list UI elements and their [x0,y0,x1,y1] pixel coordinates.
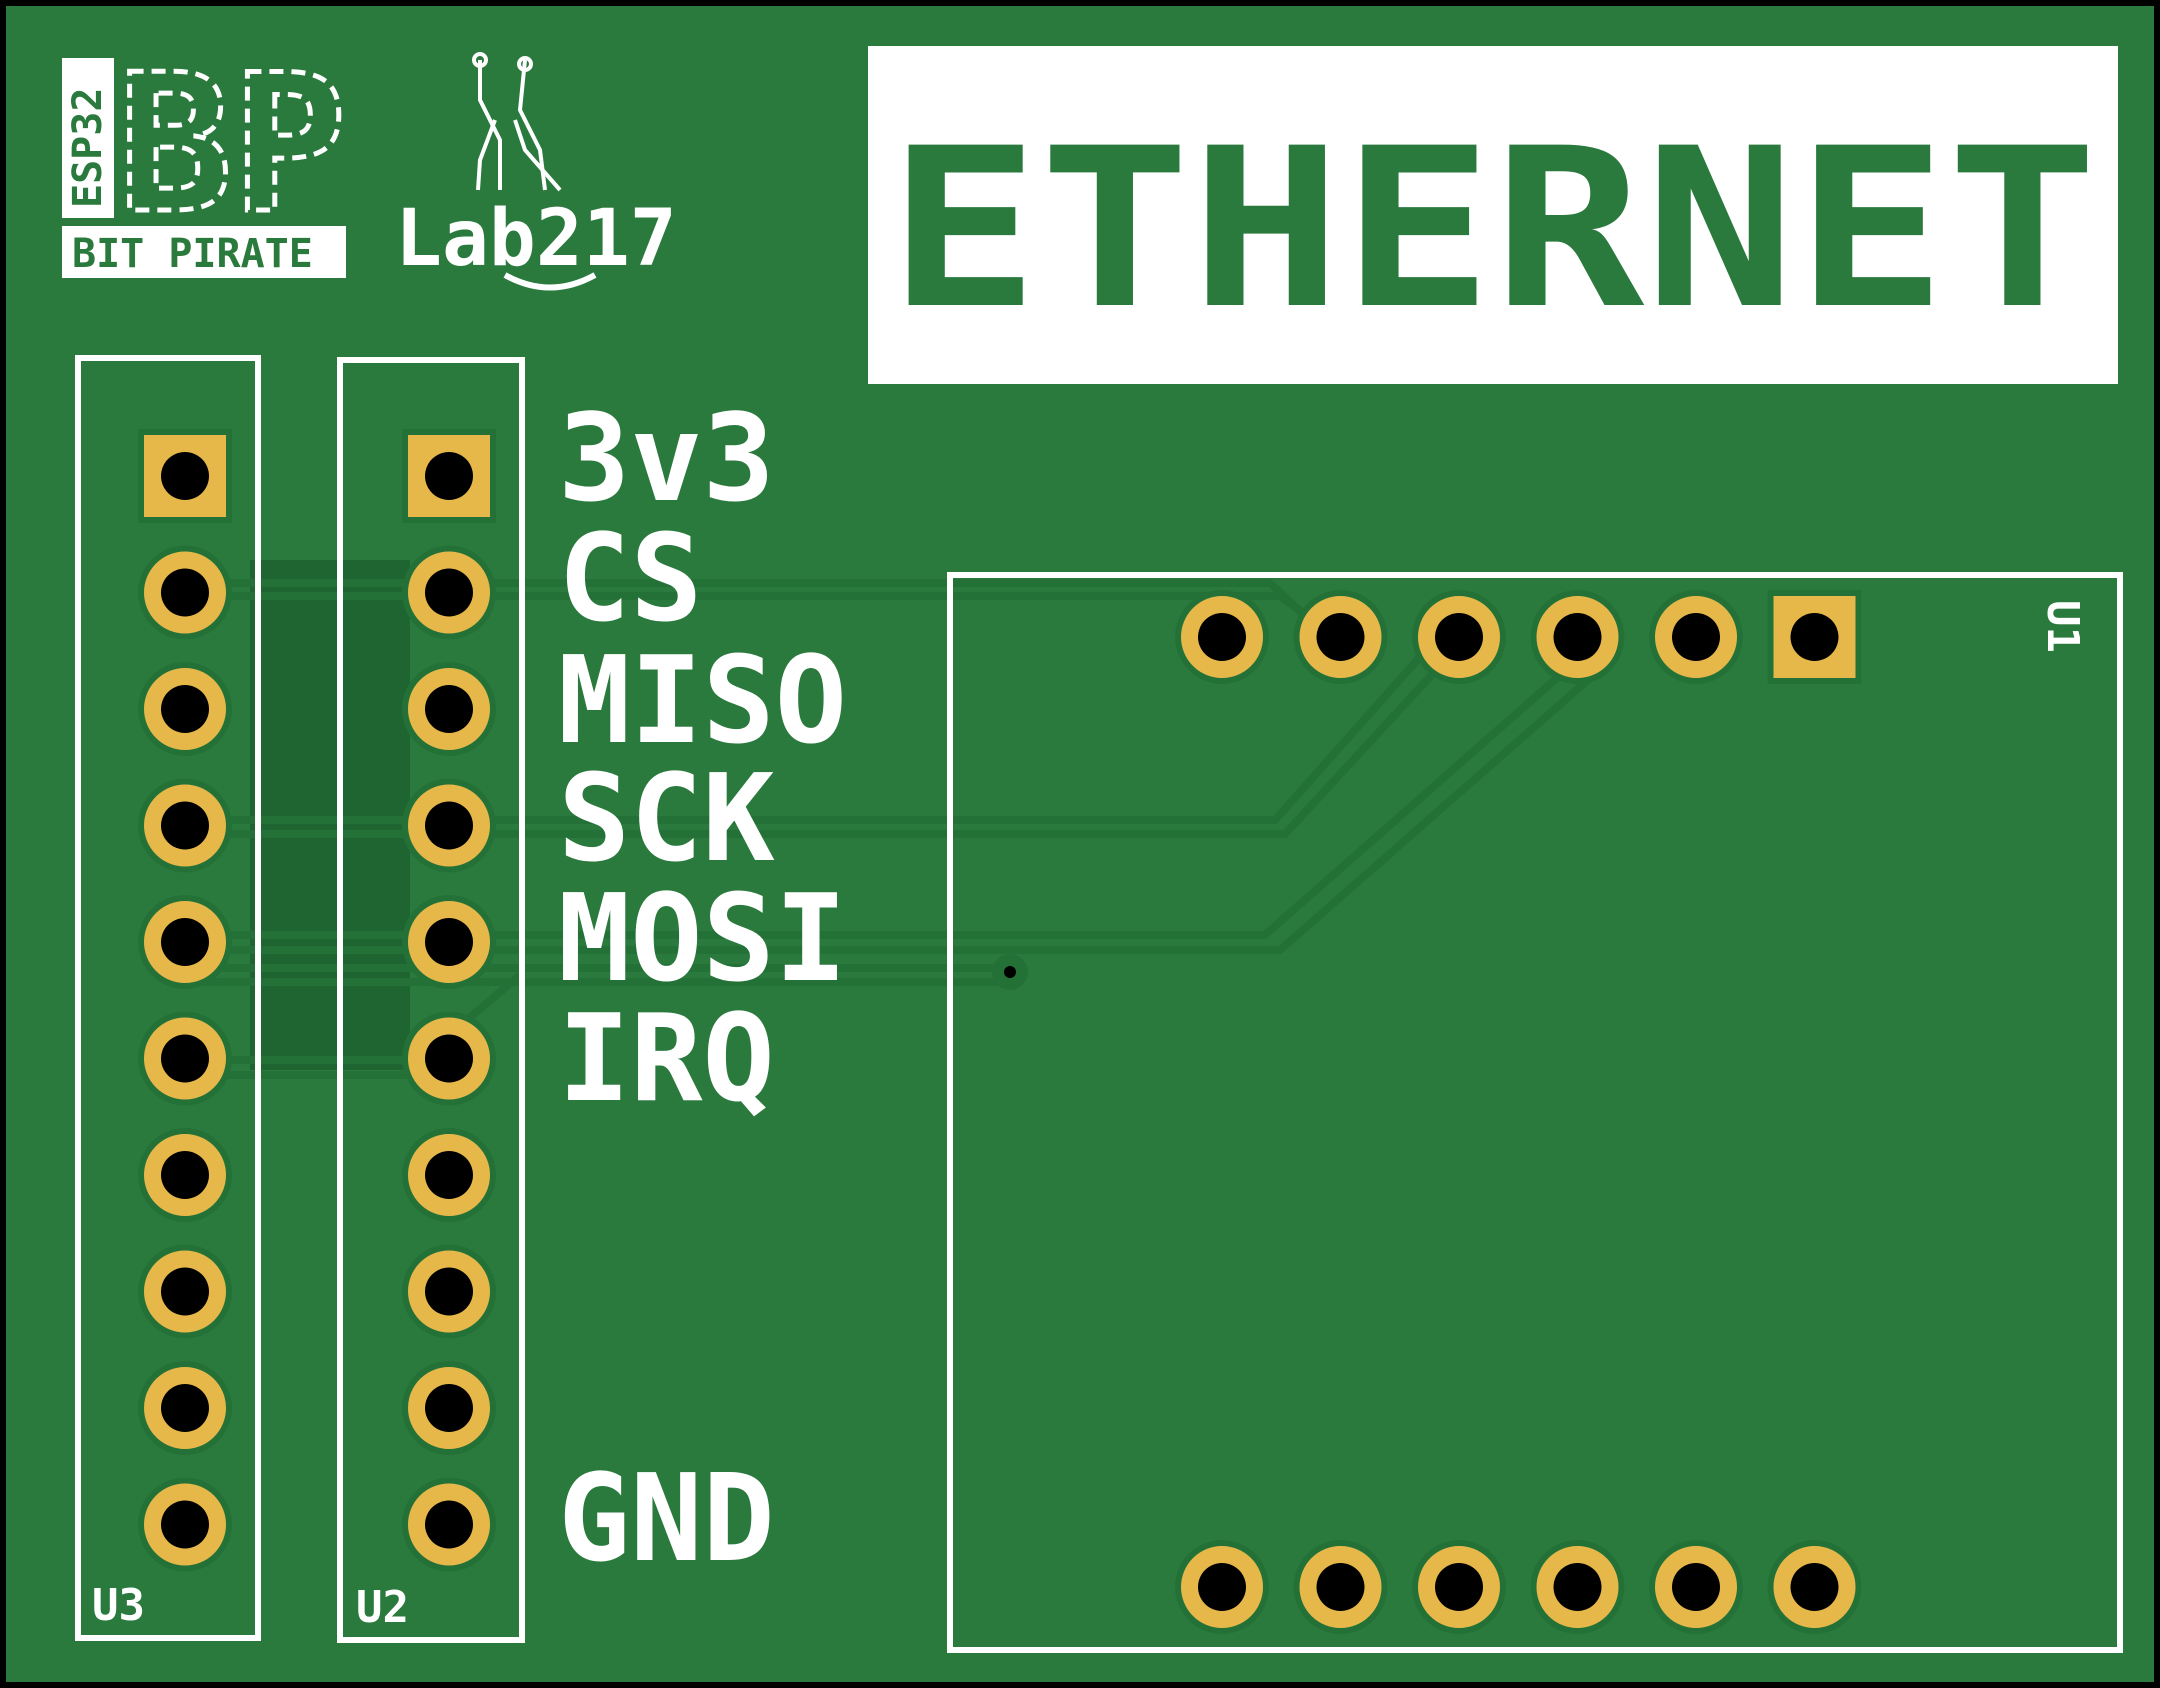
lab217-logo: Lab217 [395,52,677,291]
pin-label-miso: MISO [558,632,847,771]
u1-top-pad-4 [1530,590,1625,684]
u1-bottom-pad-5 [1649,1540,1743,1634]
u1-refdes: U1 [2037,600,2088,653]
u3-pad-7 [138,1128,232,1222]
esp32-text: ESP32 [65,88,111,208]
title-text: ETHERNET [888,101,2098,357]
u3-pad-6 [138,1011,232,1106]
u1-top-pad-3 [1412,590,1506,684]
u2-refdes: U2 [356,1582,409,1633]
title-box [868,46,2118,384]
pin-label-sck: SCK [558,750,775,889]
u2-pad-10 [402,1477,496,1572]
u3-pad-8 [138,1244,232,1339]
pin-label-irq: IRQ [558,990,775,1129]
u3-pad-9 [138,1361,232,1455]
u1-top-pad-1 [1175,590,1269,684]
pin-labels: 3v3 CS MISO SCK MOSI IRQ GND [558,390,847,1589]
u2-pad-5 [402,895,496,989]
u2-pad-1 [402,429,496,523]
u3-refdes: U3 [92,1580,145,1631]
u2-pad-9 [402,1361,496,1455]
u2-pad-7 [402,1128,496,1222]
u2-pad-4 [402,778,496,873]
pin-label-mosi: MOSI [558,870,847,1009]
u2-pad-3 [402,662,496,756]
u1-bottom-pad-4 [1530,1540,1625,1634]
u1-bottom-pad-1 [1175,1540,1269,1634]
u1-bottom-pad-3 [1412,1540,1506,1634]
bp-letters: BP [118,34,347,255]
bit-pirate-text: BIT PIRATE [72,231,313,277]
u1-outline [947,572,2123,1653]
u2-pad-8 [402,1244,496,1339]
u1-bottom-pad-6 [1767,1540,1862,1634]
lab217-text: Lab217 [395,194,677,284]
u3-pad-5 [138,895,232,989]
u2-pad-2 [402,545,496,640]
pin-label-gnd: GND [558,1450,775,1589]
bit-pirate-logo: ESP32 BP BIT PIRATE [62,32,349,278]
u1-bottom-pad-2 [1293,1540,1388,1634]
copper-traces [185,579,1608,1079]
u3-pad-3 [138,662,232,756]
via-drill [1004,966,1016,978]
u3-pad-2 [138,545,232,640]
pin-label-cs: CS [558,510,703,649]
u3-pad-4 [138,778,232,873]
u2-pad-6 [402,1011,496,1106]
pin-label-3v3: 3v3 [558,390,775,529]
u3-pad-1 [138,429,232,523]
u3-pad-10 [138,1477,232,1572]
u1-top-pad-2 [1293,590,1388,684]
u3-outline [75,355,261,1641]
pad-group [138,429,1862,1634]
u1-top-pad-5 [1649,590,1743,684]
ground-pour [250,560,410,1070]
u1-top-pad-6 [1767,590,1862,684]
u2-outline [337,357,525,1643]
